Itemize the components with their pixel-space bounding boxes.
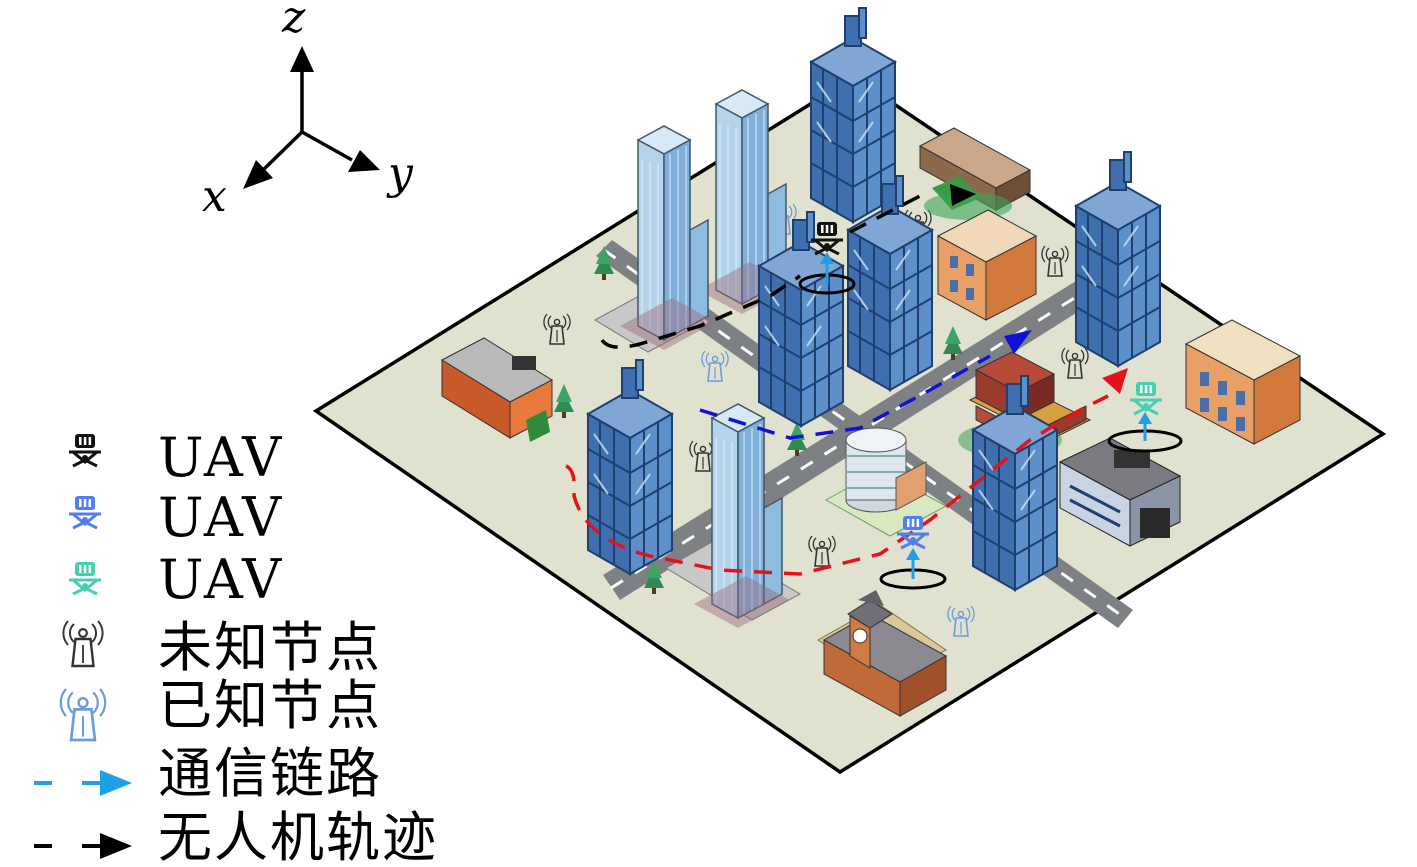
warehouse-building (1058, 437, 1182, 547)
legend-item: 通信链路 (34, 742, 382, 805)
apartment-building (1184, 319, 1302, 445)
uav-blue-drone (879, 514, 947, 590)
trajectory-blue (699, 330, 1032, 440)
legend-label: 未知节点 (158, 616, 382, 679)
trajectory-arrow-head-icon (950, 184, 976, 206)
tower-building (1075, 151, 1161, 367)
uav-trajectory-icon (34, 833, 132, 859)
uav-black-icon (67, 432, 103, 468)
uav-blue-icon (67, 494, 103, 530)
uav-black-drone (798, 220, 856, 295)
legend-label: 无人机轨迹 (158, 806, 438, 867)
legend-label: 通信链路 (158, 742, 382, 805)
store-building (440, 337, 554, 442)
x-arrow-head-icon (243, 160, 273, 189)
legend-label: UAV (158, 486, 283, 549)
city-map (312, 7, 1387, 775)
z-arrow-head-icon (290, 46, 314, 72)
unknown-node-tower-icon (62, 619, 104, 668)
trajectory-arrow-head-icon (1004, 330, 1032, 354)
legend-item: 已知节点 (59, 674, 382, 742)
legend-label: 已知节点 (158, 674, 382, 737)
x-axis-label: x (202, 171, 227, 222)
round-tower-building (845, 427, 927, 513)
uav-teal-drone (1107, 380, 1183, 453)
legend-label: UAV (158, 548, 283, 611)
legend-label: UAV (158, 426, 283, 489)
y-arrow-head-icon (348, 150, 380, 172)
coordinate-axes: z x y (202, 0, 414, 222)
clock-tower-building (822, 590, 948, 717)
z-axis-label: z (281, 0, 306, 43)
y-axis-label: y (386, 148, 414, 199)
trajectory-arrow-head-icon (1102, 368, 1128, 394)
legend-item: UAV (67, 548, 283, 611)
trajectory-black (600, 184, 976, 349)
legend-item: UAV (67, 426, 283, 489)
legend-item: UAV (67, 486, 283, 549)
known-node-tower-icon (59, 687, 107, 742)
legend-item: 未知节点 (62, 616, 382, 679)
trajectory-red (565, 368, 1128, 576)
legend: UAV UAV UAV 未知节点 已知节点 通信链路 (34, 426, 438, 867)
apartment-building (936, 209, 1038, 321)
uav-teal-icon (67, 560, 103, 596)
communication-link-icon (34, 770, 132, 796)
legend-item: 无人机轨迹 (34, 806, 438, 867)
